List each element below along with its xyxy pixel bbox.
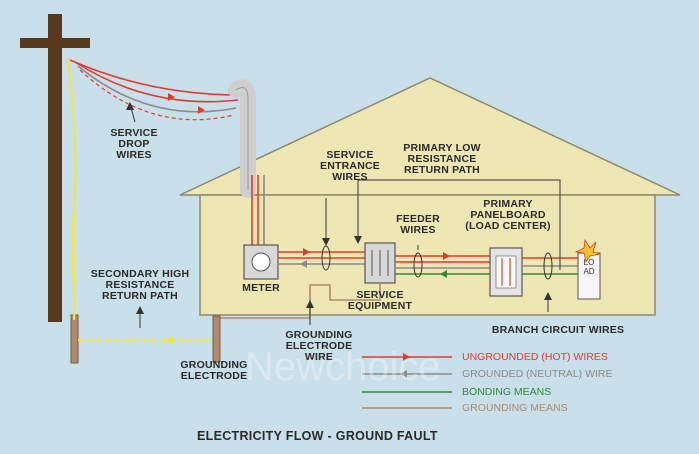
legend-neutral-label: GROUNDED (NEUTRAL) WIRE — [462, 368, 613, 380]
primary-return-path — [357, 179, 561, 270]
ptr-secondary-arrow — [136, 306, 144, 314]
secondary-high-label: SECONDARY HIGH RESISTANCE RETURN PATH — [90, 268, 190, 302]
legend-arrow-hot — [403, 353, 410, 361]
legend-bonding-label: BONDING MEANS — [462, 386, 552, 398]
utility-pole — [48, 14, 62, 322]
primary-low-label: PRIMARY LOW RESISTANCE RETURN PATH — [403, 142, 481, 176]
service-drop-label: SERVICE DROP WIRES — [110, 127, 158, 161]
watermark: Newchoice — [245, 345, 441, 389]
arrow-f-2 — [440, 270, 447, 278]
service-drop-fault — [79, 69, 235, 121]
branch-bundle-marker — [543, 252, 553, 280]
arrow-me-2 — [300, 260, 307, 268]
primary-panel-label: PRIMARY PANELBOARD (LOAD CENTER) — [465, 198, 551, 232]
grounding-electrode-label: GROUNDING ELECTRODE — [180, 359, 248, 382]
drop-arrow-1 — [168, 93, 175, 101]
ptr-branch-arrow — [544, 292, 552, 300]
load-label: LOAD — [583, 258, 595, 276]
pole-grounding-wire — [67, 57, 77, 321]
pole-crossarm — [20, 38, 90, 48]
meter-dial — [251, 252, 271, 272]
arrow-me-1 — [303, 248, 310, 256]
legend-hot-label: UNGROUNDED (HOT) WIRES — [462, 351, 608, 363]
pole-ground-rod — [70, 314, 79, 364]
feeder-label: FEEDER WIRES — [396, 213, 440, 236]
service-drop-hot-2 — [74, 61, 239, 103]
service-drop-neutral — [77, 65, 237, 113]
ptr-drop-arrow — [126, 102, 134, 110]
grounding-electrode-rod — [212, 315, 221, 363]
ptr-gew-arrow — [306, 300, 314, 308]
service-entrance-label: SERVICE ENTRANCE WIRES — [320, 149, 380, 183]
branch-circuit-label: BRANCH CIRCUIT WIRES — [491, 324, 625, 336]
arrow-f-1 — [443, 252, 450, 260]
meter-label: METER — [242, 282, 280, 294]
service-equipment-label: SERVICE EQUIPMENT — [347, 289, 413, 312]
ptr-entrance-arrow — [322, 238, 330, 246]
secondary-arrow — [165, 336, 173, 344]
legend-grounding-label: GROUNDING MEANS — [462, 402, 568, 414]
service-mast-outline — [235, 87, 249, 190]
fault-spark-icon — [574, 238, 601, 264]
legend-arrow-neutral — [400, 370, 407, 378]
primary-return-arrow — [354, 236, 362, 244]
diagram-title: ELECTRICITY FLOW - GROUND FAULT — [197, 429, 438, 443]
drop-arrow-2 — [198, 106, 205, 114]
panel-inner — [495, 255, 517, 289]
feeder-bundle-marker — [413, 252, 423, 278]
service-drop-hot-1 — [69, 59, 241, 96]
grounding-electrode-wire-label: GROUNDING ELECTRODE WIRE — [285, 329, 353, 363]
